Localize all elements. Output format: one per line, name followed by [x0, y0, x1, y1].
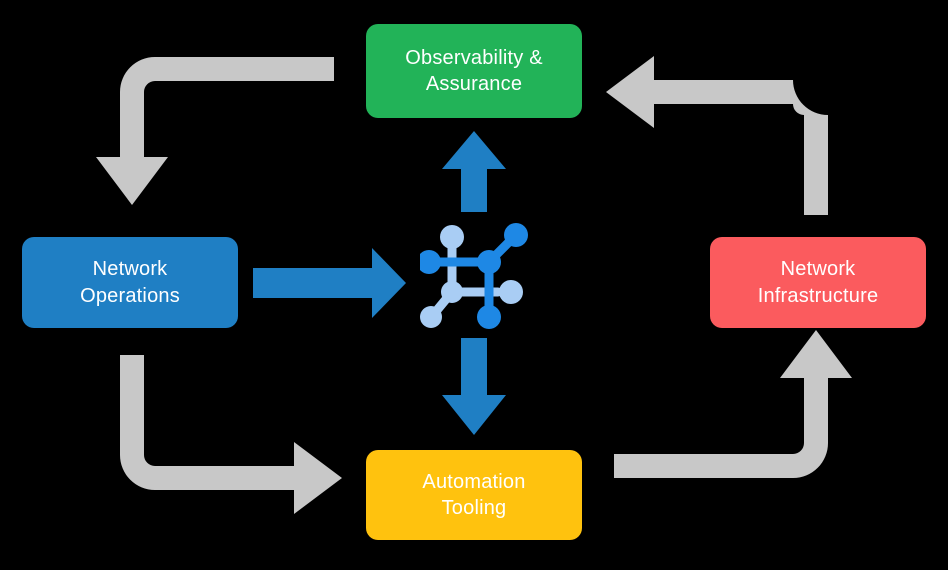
node-automation-tooling[interactable]: Automation Tooling [366, 450, 582, 540]
node-network-infrastructure[interactable]: Network Infrastructure [710, 237, 926, 328]
node-observability-and-assurance[interactable]: Observability & Assurance [366, 24, 582, 118]
arrow-network-operations-to-automation-tooling [120, 355, 342, 514]
arrow-center-to-automation-tooling [442, 338, 506, 435]
arrow-automation-tooling-to-network-infrastructure [614, 330, 852, 478]
network-topology-icon [420, 223, 528, 329]
node-label-observability: Observability & Assurance [405, 46, 543, 95]
node-label-network-operations: Network Operations [80, 258, 180, 307]
node-network-operations[interactable]: Network Operations [22, 237, 238, 328]
node-label-automation-tooling: Automation Tooling [422, 470, 526, 519]
arrow-center-to-observability [442, 131, 506, 212]
topology-nodes-dark [420, 223, 528, 329]
node-label-network-infrastructure: Network Infrastructure [757, 258, 879, 307]
arrow-network-infrastructure-to-observability [606, 56, 828, 215]
arrow-network-operations-to-center [253, 248, 406, 318]
arrow-observability-to-network-operations [96, 57, 334, 205]
topology-nodes-light [420, 225, 523, 328]
